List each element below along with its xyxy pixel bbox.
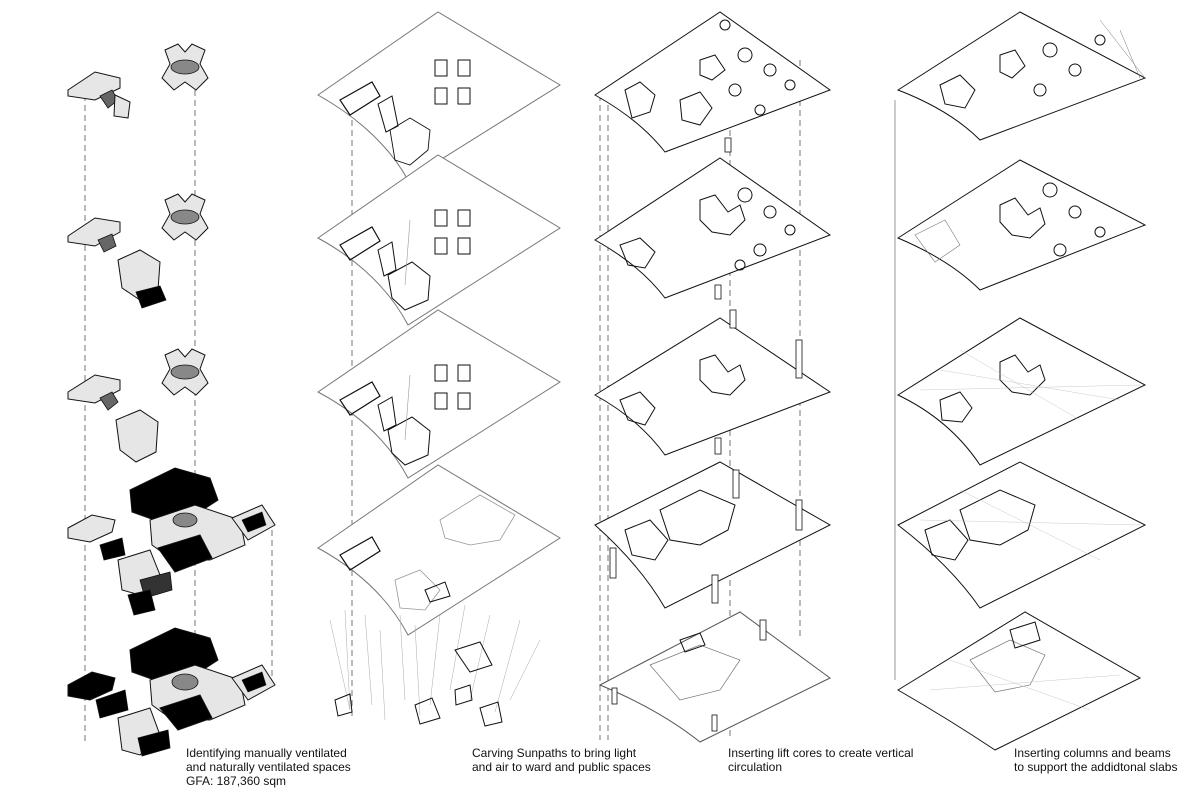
slab-2-3 (318, 310, 560, 478)
caption-massing-line-3: GFA: 187,360 sqm (186, 774, 351, 788)
caption-massing: Identifying manually ventilated and natu… (186, 746, 351, 788)
caption-sunpaths: Carving Sunpaths to bring light and air … (472, 746, 651, 774)
slab-4-4 (898, 462, 1145, 608)
slab-2-4 (318, 465, 560, 635)
slab-2-2 (318, 155, 560, 325)
slab-3-2 (595, 158, 830, 299)
massing-tier-1 (68, 44, 208, 118)
caption-structure: Inserting columns and beams to support t… (1014, 746, 1177, 774)
slab-3-3 (595, 310, 830, 455)
caption-structure-line-2: to support the addidtonal slabs (1014, 760, 1177, 774)
caption-massing-line-2: and naturally ventilated spaces (186, 760, 351, 774)
slab-4-2 (898, 160, 1145, 290)
massing-tier-4 (68, 468, 275, 615)
column-3-lift-cores (595, 12, 830, 742)
slab-4-5 (898, 612, 1140, 750)
caption-massing-line-1: Identifying manually ventilated (186, 746, 351, 760)
caption-lift-cores: Inserting lift cores to create vertical … (728, 746, 913, 774)
caption-lift-cores-line-1: Inserting lift cores to create vertical (728, 746, 913, 760)
slab-3-1 (595, 12, 830, 152)
slab-4-3 (898, 318, 1145, 465)
slab-4-1 (898, 12, 1145, 140)
massing-tier-5 (68, 628, 275, 756)
sun-rays (330, 605, 540, 720)
slab-2-1 (318, 12, 560, 180)
massing-tier-2 (68, 194, 208, 308)
column-1-massing (68, 44, 275, 756)
slab-3-5 (600, 612, 830, 742)
caption-sunpaths-line-2: and air to ward and public spaces (472, 760, 651, 774)
caption-structure-line-1: Inserting columns and beams (1014, 746, 1177, 760)
caption-sunpaths-line-1: Carving Sunpaths to bring light (472, 746, 651, 760)
column-4-structure (895, 12, 1145, 750)
caption-lift-cores-line-2: circulation (728, 760, 913, 774)
massing-tier-3 (68, 349, 208, 462)
slab-3-4 (595, 462, 830, 608)
column-2-sunpaths (318, 12, 560, 726)
